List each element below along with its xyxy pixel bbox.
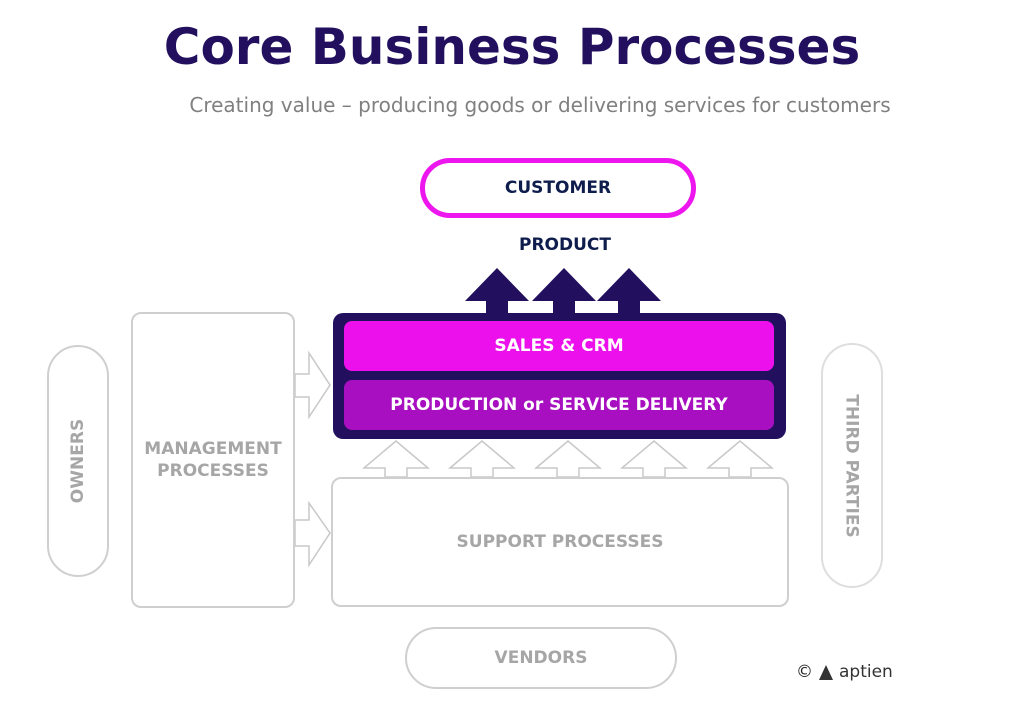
copyright-symbol: © <box>796 662 813 682</box>
management-processes-box: MANAGEMENT PROCESSES <box>131 312 295 608</box>
footer-copyright: © aptien <box>796 662 893 682</box>
third-parties-label: THIRD PARTIES <box>842 393 862 538</box>
diagram-title: Core Business Processes <box>163 18 861 76</box>
product-arrow-icon <box>532 268 596 315</box>
product-label: PRODUCT <box>519 235 611 255</box>
vendors-box: VENDORS <box>405 627 677 689</box>
owners-label: OWNERS <box>68 418 89 504</box>
product-arrow-icon <box>465 268 529 315</box>
support-arrow-icon <box>447 440 517 478</box>
support-arrow-icon <box>619 440 689 478</box>
third-parties-box: THIRD PARTIES <box>821 343 883 588</box>
brand-name: aptien <box>839 662 893 682</box>
owners-box: OWNERS <box>47 345 109 577</box>
management-to-core-arrow-icon <box>294 350 331 420</box>
management-processes-label: MANAGEMENT PROCESSES <box>144 439 282 481</box>
aptien-logo-icon <box>819 664 833 680</box>
support-arrow-icon <box>705 440 775 478</box>
product-arrow-icon <box>597 268 661 315</box>
sales-crm-box: SALES & CRM <box>344 321 774 371</box>
support-arrow-icon <box>533 440 603 478</box>
diagram-subtitle: Creating value – producing goods or deli… <box>189 93 891 117</box>
management-to-support-arrow-icon <box>294 500 331 568</box>
production-service-box: PRODUCTION or SERVICE DELIVERY <box>344 380 774 430</box>
customer-box: CUSTOMER <box>420 158 696 218</box>
support-arrow-icon <box>361 440 431 478</box>
support-processes-box: SUPPORT PROCESSES <box>331 477 789 607</box>
